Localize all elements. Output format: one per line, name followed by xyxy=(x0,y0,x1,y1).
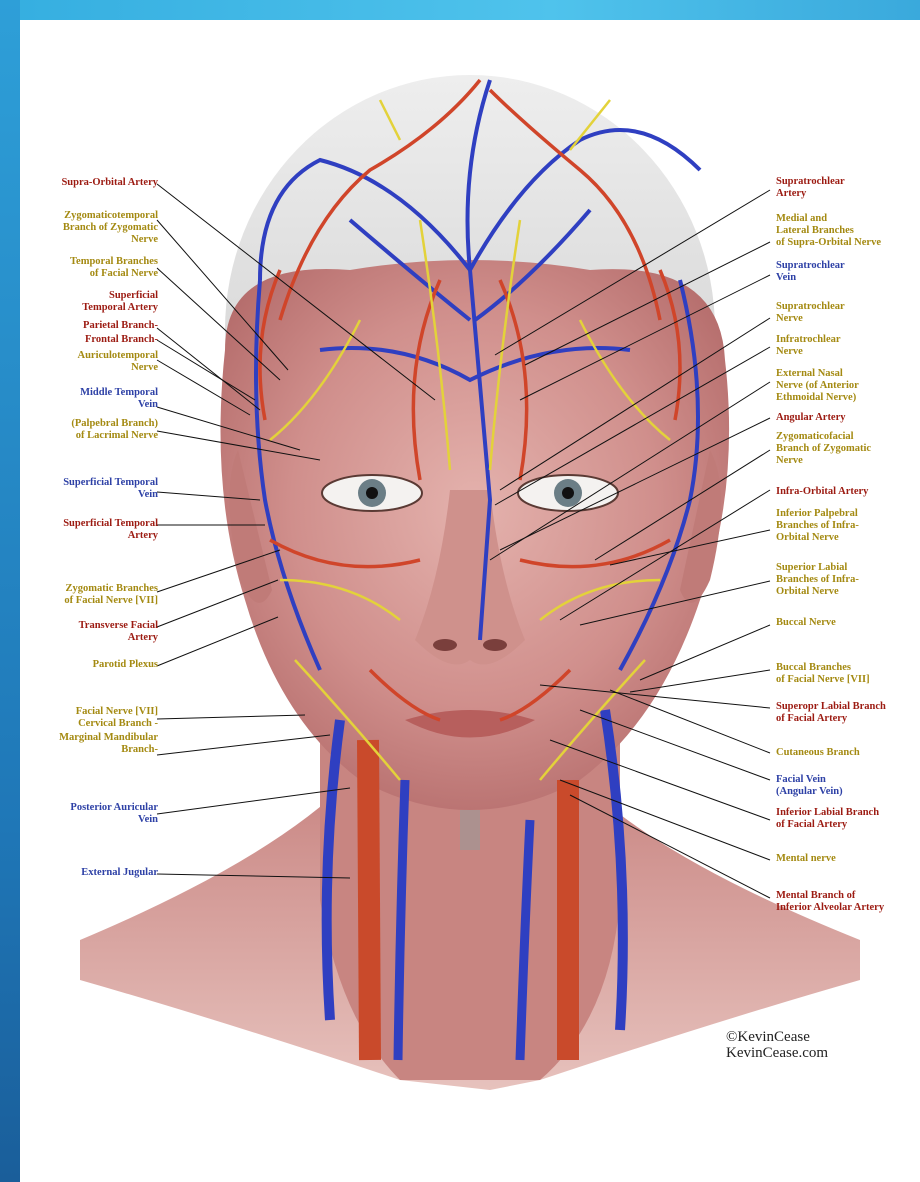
label-facial-nerve-cervical-branch: Facial Nerve [VII]Cervical Branch - xyxy=(76,706,158,730)
left-carotid xyxy=(368,740,370,1060)
left-frame-bar xyxy=(0,0,20,1182)
artist-credit: ©KevinCease KevinCease.com xyxy=(726,1029,828,1061)
label-parietal-branch: Parietal Branch- xyxy=(83,320,158,332)
label-infra-orbital-artery: Infra-Orbital Artery xyxy=(776,486,868,498)
copyright-text: ©KevinCease xyxy=(726,1029,828,1045)
top-frame-bar xyxy=(0,0,920,20)
label-facial-vein: Facial Vein(Angular Vein) xyxy=(776,774,843,798)
label-parotid-plexus: Parotid Plexus xyxy=(93,659,158,671)
label-cutaneous-branch: Cutaneous Branch xyxy=(776,747,860,759)
website-text: KevinCease.com xyxy=(726,1045,828,1061)
label-angular-artery: Angular Artery xyxy=(776,412,846,424)
label-mental-nerve: Mental nerve xyxy=(776,853,836,865)
label-buccal-nerve: Buccal Nerve xyxy=(776,617,836,629)
label-external-jugular: External Jugular xyxy=(81,867,158,879)
label-supra-orbital-artery: Supra-Orbital Artery xyxy=(61,177,158,189)
label-frontal-branch: Frontal Branch- xyxy=(85,334,158,346)
label-palpebral-branch-lacrimal-nerve: (Palpebral Branch)of Lacrimal Nerve xyxy=(71,418,158,442)
